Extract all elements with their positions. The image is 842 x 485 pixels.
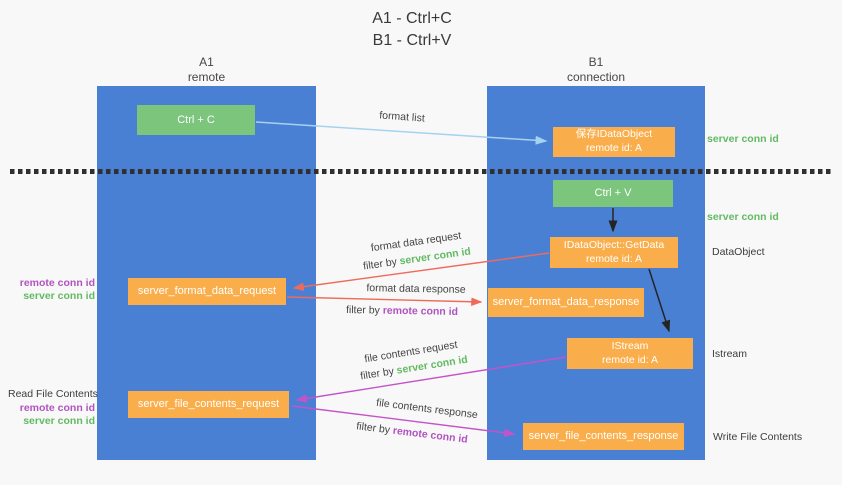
node-server-format-data-response-label: server_format_data_response <box>492 296 640 309</box>
node-ctrl-c-label: Ctrl + C <box>177 113 215 126</box>
node-getdata-line1: IDataObject::GetData <box>563 238 665 251</box>
lifeline-header-a1: A1 remote <box>97 55 316 85</box>
node-ctrl-v-label: Ctrl + V <box>594 187 632 200</box>
annotation-read-file-contents: Read File Contents <box>8 388 98 400</box>
annotation-dataobject: DataObject <box>712 246 765 258</box>
annotation-istream: Istream <box>712 348 748 360</box>
filter-prefix: filter by <box>355 420 394 437</box>
node-server-format-data-request: server_format_data_request <box>128 278 286 305</box>
lifeline-b1-name: B1 <box>588 55 604 69</box>
node-save-idataobject: 保存IDataObject remote id: A <box>553 127 675 157</box>
label-format-list: format list <box>378 109 426 125</box>
annotation-file-conn-ids: remote conn id server conn id <box>0 402 95 428</box>
lifeline-b1-subtitle: connection <box>566 70 626 84</box>
diagram-title: A1 - Ctrl+C B1 - Ctrl+V <box>312 8 512 51</box>
filter-key-remote-conn-id: remote conn id <box>392 424 469 446</box>
node-idataobject-getdata: IDataObject::GetData remote id: A <box>550 237 678 268</box>
annotation-file-remote-conn-id: remote conn id <box>19 402 95 414</box>
annotation-file-server-conn-id: server conn id <box>23 414 95 427</box>
filter-prefix: filter by <box>362 255 401 273</box>
node-server-format-data-request-label: server_format_data_request <box>137 285 277 298</box>
node-save-idataobject-line1: 保存IDataObject <box>575 128 653 141</box>
lifeline-header-b1: B1 connection <box>487 55 705 85</box>
label-file-contents-response: file contents response <box>375 396 479 422</box>
annotation-format-conn-ids: remote conn id server conn id <box>0 277 95 303</box>
node-server-file-contents-response-label: server_file_contents_response <box>528 430 679 443</box>
phase-separator-dotted-line <box>10 169 833 174</box>
node-getdata-line2: remote id: A <box>585 252 643 265</box>
title-line-a1: A1 - Ctrl+C <box>372 10 452 27</box>
filter-prefix: filter by <box>359 364 398 383</box>
annotation-write-file-contents: Write File Contents <box>713 431 803 443</box>
node-ctrl-v: Ctrl + V <box>553 180 673 207</box>
node-server-format-data-response: server_format_data_response <box>488 288 644 317</box>
label-filter-file-response: filter by remote conn id <box>356 420 469 446</box>
node-istream-line1: IStream <box>611 339 649 352</box>
annotation-server-conn-id-mid: server conn id <box>707 211 779 223</box>
annotation-format-remote-conn-id: remote conn id <box>19 277 95 289</box>
lifeline-a1-name: A1 <box>199 55 214 69</box>
node-save-idataobject-line2: remote id: A <box>585 142 643 154</box>
label-filter-format-response: filter by remote conn id <box>346 304 458 318</box>
filter-key-remote-conn-id: remote conn id <box>382 304 459 318</box>
node-ctrl-c: Ctrl + C <box>137 105 255 135</box>
lifeline-a1-subtitle: remote <box>187 70 226 84</box>
node-istream-line2: remote id: A <box>601 353 659 366</box>
title-line-b1: B1 - Ctrl+V <box>372 31 452 49</box>
format-data-response-arrow <box>286 296 483 306</box>
node-server-file-contents-request-label: server_file_contents_request <box>137 398 280 411</box>
filter-prefix: filter by <box>345 304 383 317</box>
annotation-server-conn-id-top: server conn id <box>707 133 779 145</box>
label-format-data-response: format data response <box>366 282 466 296</box>
node-istream: IStream remote id: A <box>567 338 693 369</box>
node-server-file-contents-response: server_file_contents_response <box>523 423 684 450</box>
annotation-format-server-conn-id: server conn id <box>23 289 95 302</box>
node-server-file-contents-request: server_file_contents_request <box>128 391 289 418</box>
